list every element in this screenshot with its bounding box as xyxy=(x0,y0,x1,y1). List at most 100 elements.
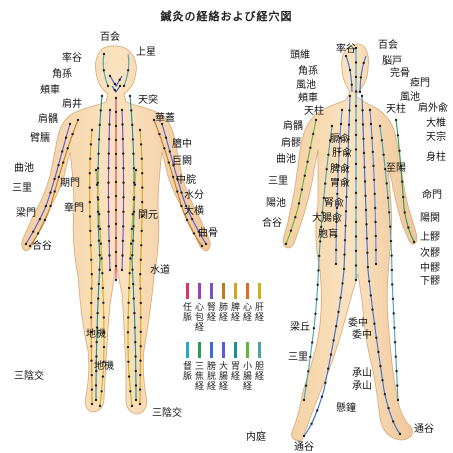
acupoint-dot xyxy=(129,95,131,97)
legend-swatch-top-1 xyxy=(198,283,201,299)
acupoint-dot xyxy=(108,240,110,242)
acupoint-dot xyxy=(121,269,123,271)
acupoint-dot xyxy=(335,249,337,251)
acupoint-dot xyxy=(303,399,305,401)
acupoint-dot xyxy=(132,225,134,227)
acupoint-dot xyxy=(132,213,134,215)
acupoint-dot xyxy=(25,243,27,245)
acupoint-dot xyxy=(339,297,341,299)
acupoint-dot xyxy=(97,198,99,200)
acupoint-dot xyxy=(366,252,368,254)
acupoint-dot xyxy=(131,405,133,407)
legend-label-top-2: 腎経 xyxy=(207,303,216,323)
acupoint-dot xyxy=(102,287,104,289)
acupoint-dot xyxy=(122,138,124,140)
label-back-wangu: 完骨 xyxy=(390,68,410,79)
label-back-shenzhu: 身柱 xyxy=(426,152,446,163)
acupoint-dot xyxy=(91,273,93,275)
acupoint-dot xyxy=(140,244,142,246)
acupoint-dot xyxy=(131,124,133,126)
acupoint-dot xyxy=(191,218,193,220)
acupoint-dot xyxy=(363,152,365,154)
acupoint-dot xyxy=(108,138,110,140)
acupoint-dot xyxy=(401,181,403,183)
acupoint-dot xyxy=(331,125,333,127)
acupoint-dot xyxy=(122,196,124,198)
acupoint-dot xyxy=(141,201,143,203)
label-back-xialiao: 下髎 xyxy=(420,276,440,287)
acupoint-dot xyxy=(186,219,188,221)
acupoint-dot xyxy=(133,297,135,299)
label-front-tiantu: 天突 xyxy=(138,95,158,106)
acupoint-dot xyxy=(139,129,141,131)
acupoint-dot xyxy=(169,150,171,152)
acupoint-dot xyxy=(90,316,92,318)
acupoint-dot xyxy=(330,353,332,355)
acupoint-dot xyxy=(139,374,141,376)
acupoint-dot xyxy=(89,186,91,188)
acupoint-dot xyxy=(90,244,92,246)
acupoint-dot xyxy=(37,232,39,234)
acupoint-dot xyxy=(305,385,307,387)
label-front-juque: 巨闕 xyxy=(172,156,192,167)
acupoint-dot xyxy=(129,257,131,259)
acupoint-dot xyxy=(309,356,311,358)
label-back-ganshu: 肝兪 xyxy=(332,148,352,159)
acupoint-dot xyxy=(131,269,133,271)
acupoint-dot xyxy=(355,192,357,194)
label-front-diji-r: 地機 xyxy=(94,361,114,372)
acupoint-dot xyxy=(372,151,374,153)
acupoint-dot xyxy=(355,264,357,266)
label-front-guanyuan: 関元 xyxy=(138,210,158,221)
label-back-dachangshu: 大腸兪 xyxy=(312,213,342,224)
acupoint-dot xyxy=(374,221,376,223)
acupoint-dot xyxy=(355,148,357,150)
acupoint-dot xyxy=(101,390,103,392)
label-back-mingmen: 命門 xyxy=(422,190,442,201)
legend-swatch-top-4 xyxy=(234,283,237,299)
acupoint-dot xyxy=(388,211,390,213)
acupoint-dot xyxy=(96,184,98,186)
label-back-shenshu: 腎兪 xyxy=(324,198,344,209)
acupoint-dot xyxy=(61,150,63,152)
acupoint-dot xyxy=(127,331,129,333)
label-back-shangliao: 上髎 xyxy=(420,232,440,243)
legend-label-bottom-5: 小腸経 xyxy=(243,362,252,392)
acupoint-dot xyxy=(119,79,121,81)
acupoint-dot xyxy=(54,190,56,192)
acupoint-dot xyxy=(133,198,135,200)
acupoint-dot xyxy=(355,163,357,165)
acupoint-dot xyxy=(370,294,372,296)
acupoint-dot xyxy=(127,361,129,363)
acupoint-dot xyxy=(141,158,143,160)
acupoint-dot xyxy=(306,161,308,163)
acupoint-dot xyxy=(364,195,366,197)
acupoint-dot xyxy=(95,169,97,171)
acupoint-dot xyxy=(355,76,357,78)
label-back-sanli-arm: 三里 xyxy=(268,176,288,187)
acupoint-dot xyxy=(89,172,91,174)
acupoint-dot xyxy=(355,177,357,179)
legend-label-top-5: 心経 xyxy=(243,303,252,323)
acupoint-dot xyxy=(102,302,104,304)
acupoint-dot xyxy=(108,254,110,256)
acupoint-dot xyxy=(351,84,353,86)
label-front-shuaigu: 率谷 xyxy=(62,53,82,64)
acupoint-dot xyxy=(107,85,109,87)
acupoint-dot xyxy=(395,356,397,358)
acupoint-dot xyxy=(349,69,351,71)
acupoint-dot xyxy=(355,250,357,252)
acupoint-dot xyxy=(140,345,142,347)
label-back-fengchi-l: 風池 xyxy=(296,80,316,91)
acupoint-dot xyxy=(304,175,306,177)
acupoint-dot xyxy=(121,109,123,111)
acupoint-dot xyxy=(115,223,117,225)
acupoint-dot xyxy=(341,282,343,284)
label-back-sanli-leg: 三里 xyxy=(288,352,308,363)
acupoint-dot xyxy=(115,251,117,253)
acupoint-dot xyxy=(89,158,91,160)
acupoint-dot xyxy=(119,85,121,87)
acupoint-dot xyxy=(128,287,130,289)
acupoint-dot xyxy=(135,399,137,401)
acupoint-dot xyxy=(128,375,130,377)
